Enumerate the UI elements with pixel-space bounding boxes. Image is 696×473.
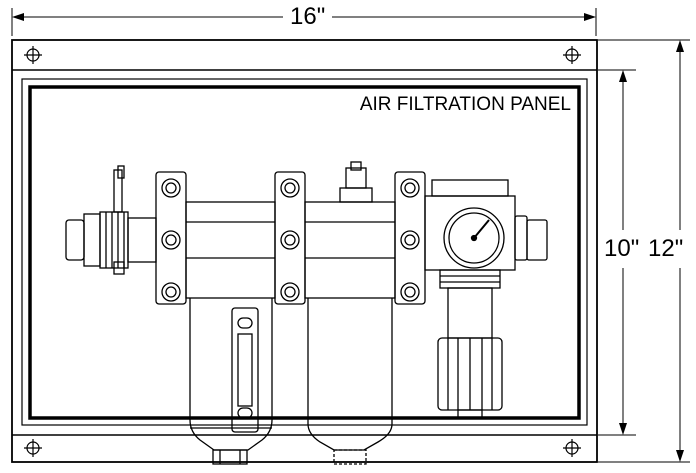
mounting-bracket-right — [394, 171, 426, 305]
crosshair-circle-icon — [563, 439, 581, 457]
mounting-bracket-left — [155, 171, 187, 305]
particulate-filter — [185, 201, 276, 465]
crosshair-circle-icon — [563, 46, 581, 64]
inner-height-dimension — [598, 69, 636, 436]
outer-height-dimension — [598, 39, 690, 463]
pressure-regulator — [424, 179, 528, 419]
crosshair-circle-icon — [24, 46, 42, 64]
inner-height-label: 10" — [604, 235, 640, 262]
coalescing-filter — [304, 161, 396, 465]
width-label: 16" — [290, 3, 326, 30]
width-dimension — [11, 8, 597, 36]
inlet-valve — [65, 165, 157, 275]
mounting-bracket-middle — [274, 171, 306, 305]
pressure-gauge-icon — [443, 207, 505, 269]
outer-height-label: 12" — [648, 235, 684, 262]
panel-title: AIR FILTRATION PANEL — [359, 94, 571, 115]
outlet-fitting — [526, 219, 548, 261]
crosshair-circle-icon — [24, 439, 42, 457]
panel-frame — [11, 39, 598, 463]
